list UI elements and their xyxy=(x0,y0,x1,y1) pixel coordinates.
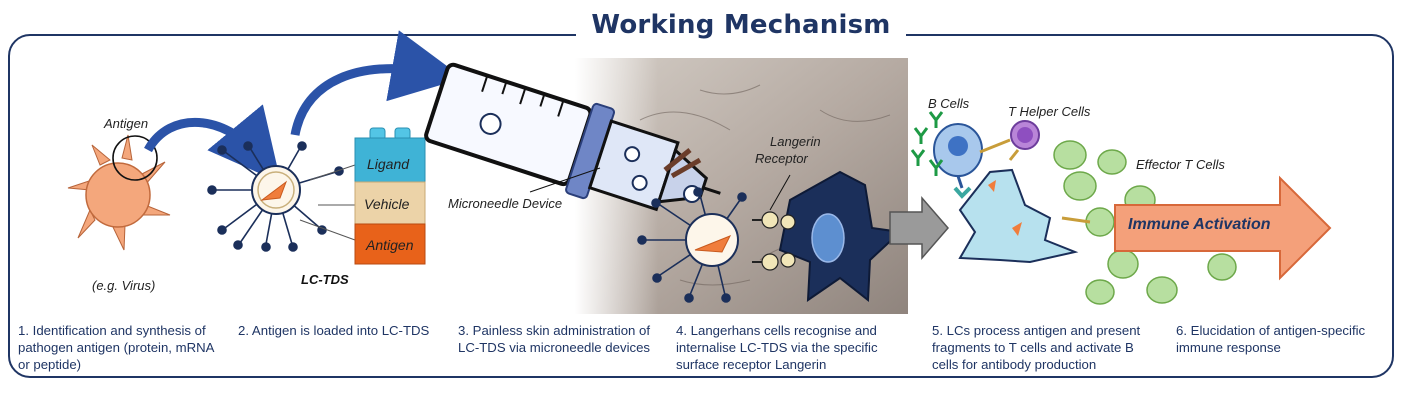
effector-t-cells xyxy=(1053,140,1237,305)
brick-ligand xyxy=(354,127,426,183)
lc-tds-in-skin xyxy=(637,187,747,303)
t-helper-cell xyxy=(1010,120,1040,150)
immune-activation-label: Immune Activation xyxy=(1128,216,1271,233)
step-5: 5. LCs process antigen and present fragm… xyxy=(932,323,1141,372)
microneedle-tip xyxy=(663,148,702,179)
ligand-label: Ligand xyxy=(367,156,410,172)
receptor-label: Receptor xyxy=(755,151,808,166)
arrow-tds-to-syringe xyxy=(290,30,464,136)
immune-activation-arrow xyxy=(1114,175,1332,281)
step-1: 1. Identification and synthesis of patho… xyxy=(18,323,215,372)
effector-t-cells-label: Effector T Cells xyxy=(1136,157,1225,172)
virus-antigen xyxy=(67,134,171,251)
title-background xyxy=(576,8,906,52)
lc-tds-label: LC-TDS xyxy=(301,272,349,287)
arrow-antigen-to-tds xyxy=(144,104,281,183)
step-4: 4. Langerhans cells recognise and intern… xyxy=(676,323,878,372)
virus-example-label: (e.g. Virus) xyxy=(92,278,156,293)
lc-tds-particle xyxy=(207,141,344,252)
step-6: 6. Elucidation of antigen-specific immun… xyxy=(1176,323,1366,355)
diagram-title: Working Mechanism xyxy=(591,10,891,40)
antigen-brick-label: Antigen xyxy=(366,237,414,253)
vehicle-label: Vehicle xyxy=(364,196,410,212)
lc-processing-cell xyxy=(958,168,1079,264)
b-cell xyxy=(933,123,983,199)
langerhans-cell xyxy=(752,170,903,302)
antigen-label: Antigen xyxy=(104,116,149,131)
antibodies xyxy=(910,111,944,176)
grey-arrow xyxy=(889,195,949,261)
brick-antigen xyxy=(354,223,426,265)
langerin-label: Langerin xyxy=(770,134,821,149)
step-3: 3. Painless skin administration of LC-TD… xyxy=(458,323,651,355)
microneedle-label: Microneedle Device xyxy=(448,196,563,211)
t-helper-label: T Helper Cells xyxy=(1008,104,1091,119)
step-2: 2. Antigen is loaded into LC-TDS xyxy=(238,323,430,338)
b-cells-label: B Cells xyxy=(928,96,970,111)
